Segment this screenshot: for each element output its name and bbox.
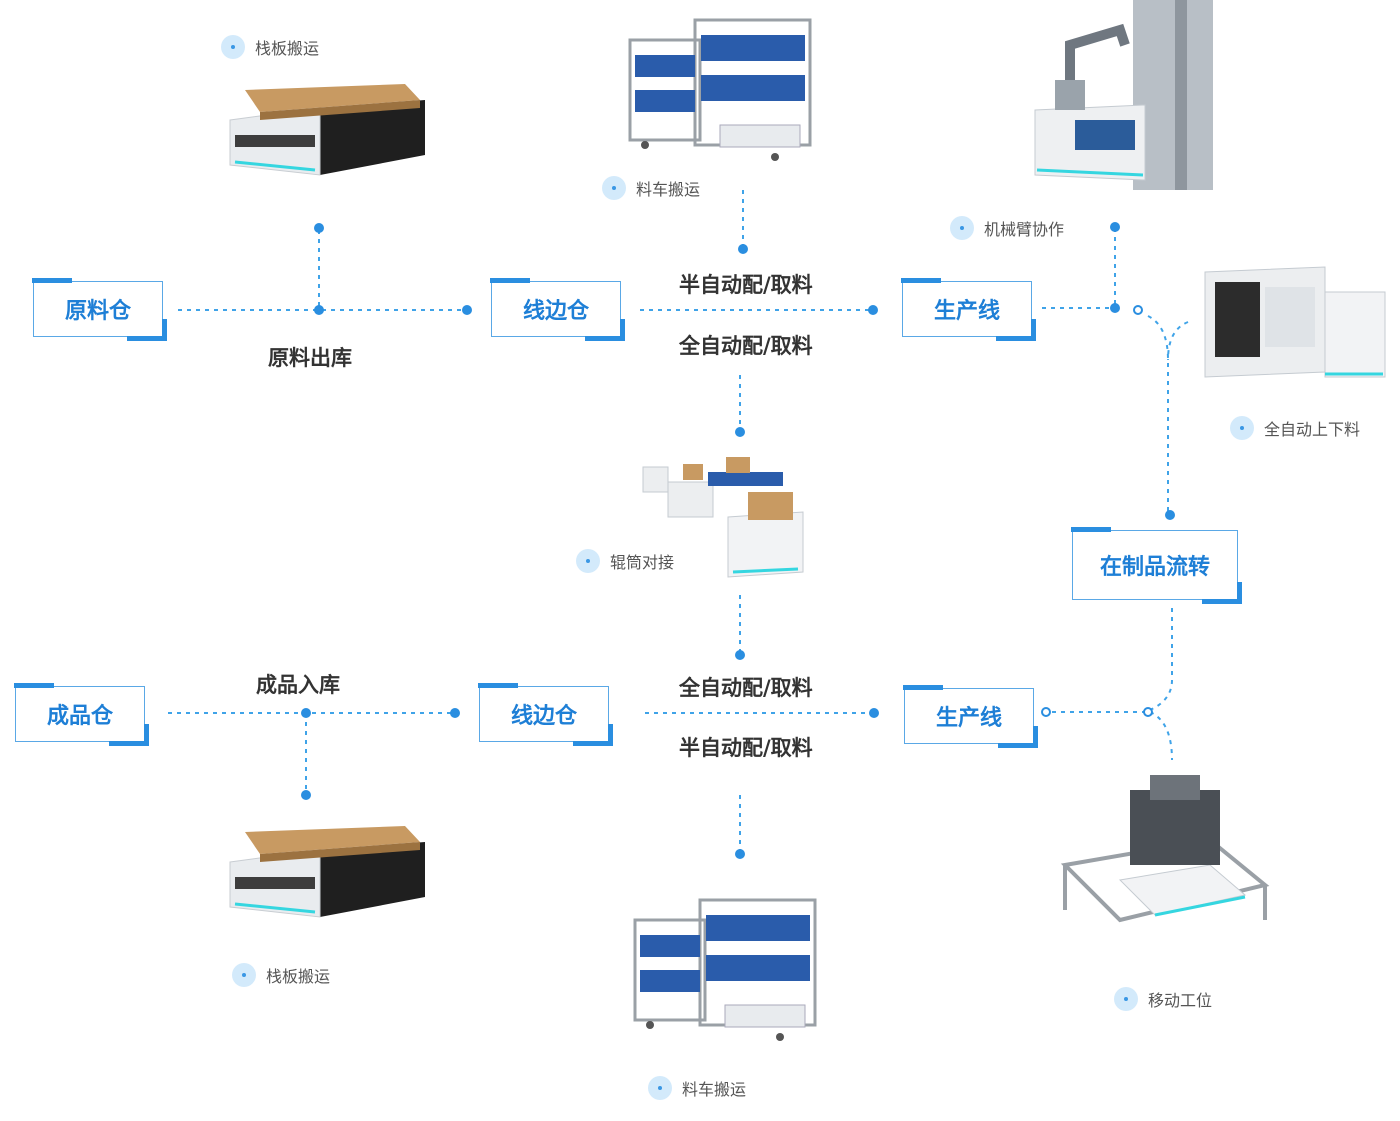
- edge-wip-down: [1149, 608, 1173, 711]
- label-finished-inbound: 成品入库: [256, 673, 340, 697]
- caption-cart-bottom-text: 料车搬运: [682, 1080, 747, 1099]
- edge-wip-to-mobile: [1149, 711, 1173, 761]
- bullet-icon: [221, 35, 245, 59]
- label-semi-auto-top: 半自动配/取料: [679, 273, 813, 297]
- edge-auto-loading-curve: [1167, 321, 1189, 361]
- material-cart-bottom-illustration: [633, 898, 817, 1041]
- material-cart-top-illustration: [628, 18, 812, 161]
- node-production-bottom: 生产线: [903, 685, 1038, 748]
- bullet-icon: [950, 216, 974, 240]
- node-production-bottom-label: 生产线: [935, 706, 1002, 731]
- caption-cart-bottom: 料车搬运: [648, 1076, 746, 1100]
- caption-mobile-station: 移动工位: [1114, 987, 1212, 1011]
- caption-robot-arm: 机械臂协作: [950, 216, 1064, 240]
- node-finished-warehouse: 成品仓: [14, 683, 149, 746]
- caption-roller-docking: 辊筒对接: [576, 549, 674, 573]
- caption-auto-loading-text: 全自动上下料: [1264, 420, 1361, 439]
- caption-mobile-station-text: 移动工位: [1148, 991, 1213, 1010]
- label-full-auto-top: 全自动配/取料: [679, 334, 813, 358]
- bullet-icon: [602, 176, 626, 200]
- caption-auto-loading: 全自动上下料: [1230, 416, 1360, 440]
- label-raw-outbound: 原料出库: [268, 346, 352, 370]
- node-raw-warehouse: 原料仓: [32, 278, 167, 341]
- caption-pallet-top: 栈板搬运: [221, 35, 319, 59]
- bullet-icon: [648, 1076, 672, 1100]
- pallet-agv-bottom-illustration: [229, 826, 425, 918]
- node-line-side-bottom-label: 线边仓: [510, 704, 577, 729]
- mobile-station-illustration: [1060, 775, 1270, 923]
- caption-pallet-bottom: 栈板搬运: [232, 963, 330, 987]
- roller-docking-illustration: [642, 457, 804, 578]
- node-finished-warehouse-label: 成品仓: [46, 704, 113, 729]
- caption-roller-docking-text: 辊筒对接: [610, 553, 675, 572]
- bullet-icon: [1114, 987, 1138, 1011]
- label-full-auto-bottom: 全自动配/取料: [679, 676, 813, 700]
- caption-cart-top: 料车搬运: [602, 176, 700, 200]
- node-production-top: 生产线: [901, 278, 1036, 341]
- node-raw-warehouse-label: 原料仓: [64, 299, 131, 324]
- node-wip-flow: 在制品流转: [1071, 527, 1242, 604]
- bullet-icon: [232, 963, 256, 987]
- node-wip-flow-label: 在制品流转: [1099, 555, 1210, 580]
- node-line-side-top: 线边仓: [490, 278, 625, 341]
- pallet-agv-top-illustration: [229, 84, 425, 176]
- edge-to-auto-loading: [1147, 315, 1169, 516]
- caption-pallet-top-text: 栈板搬运: [255, 39, 320, 58]
- robot-arm-illustration: [1034, 0, 1213, 190]
- node-line-side-top-label: 线边仓: [522, 299, 589, 324]
- cnc-machine-illustration: [1204, 266, 1386, 378]
- label-semi-auto-bottom: 半自动配/取料: [679, 736, 813, 760]
- node-production-top-label: 生产线: [933, 299, 1000, 324]
- caption-robot-arm-text: 机械臂协作: [984, 220, 1065, 239]
- node-line-side-bottom: 线边仓: [478, 683, 613, 746]
- bullet-icon: [576, 549, 600, 573]
- caption-cart-top-text: 料车搬运: [636, 180, 701, 199]
- bullet-icon: [1230, 416, 1254, 440]
- caption-pallet-bottom-text: 栈板搬运: [266, 967, 331, 986]
